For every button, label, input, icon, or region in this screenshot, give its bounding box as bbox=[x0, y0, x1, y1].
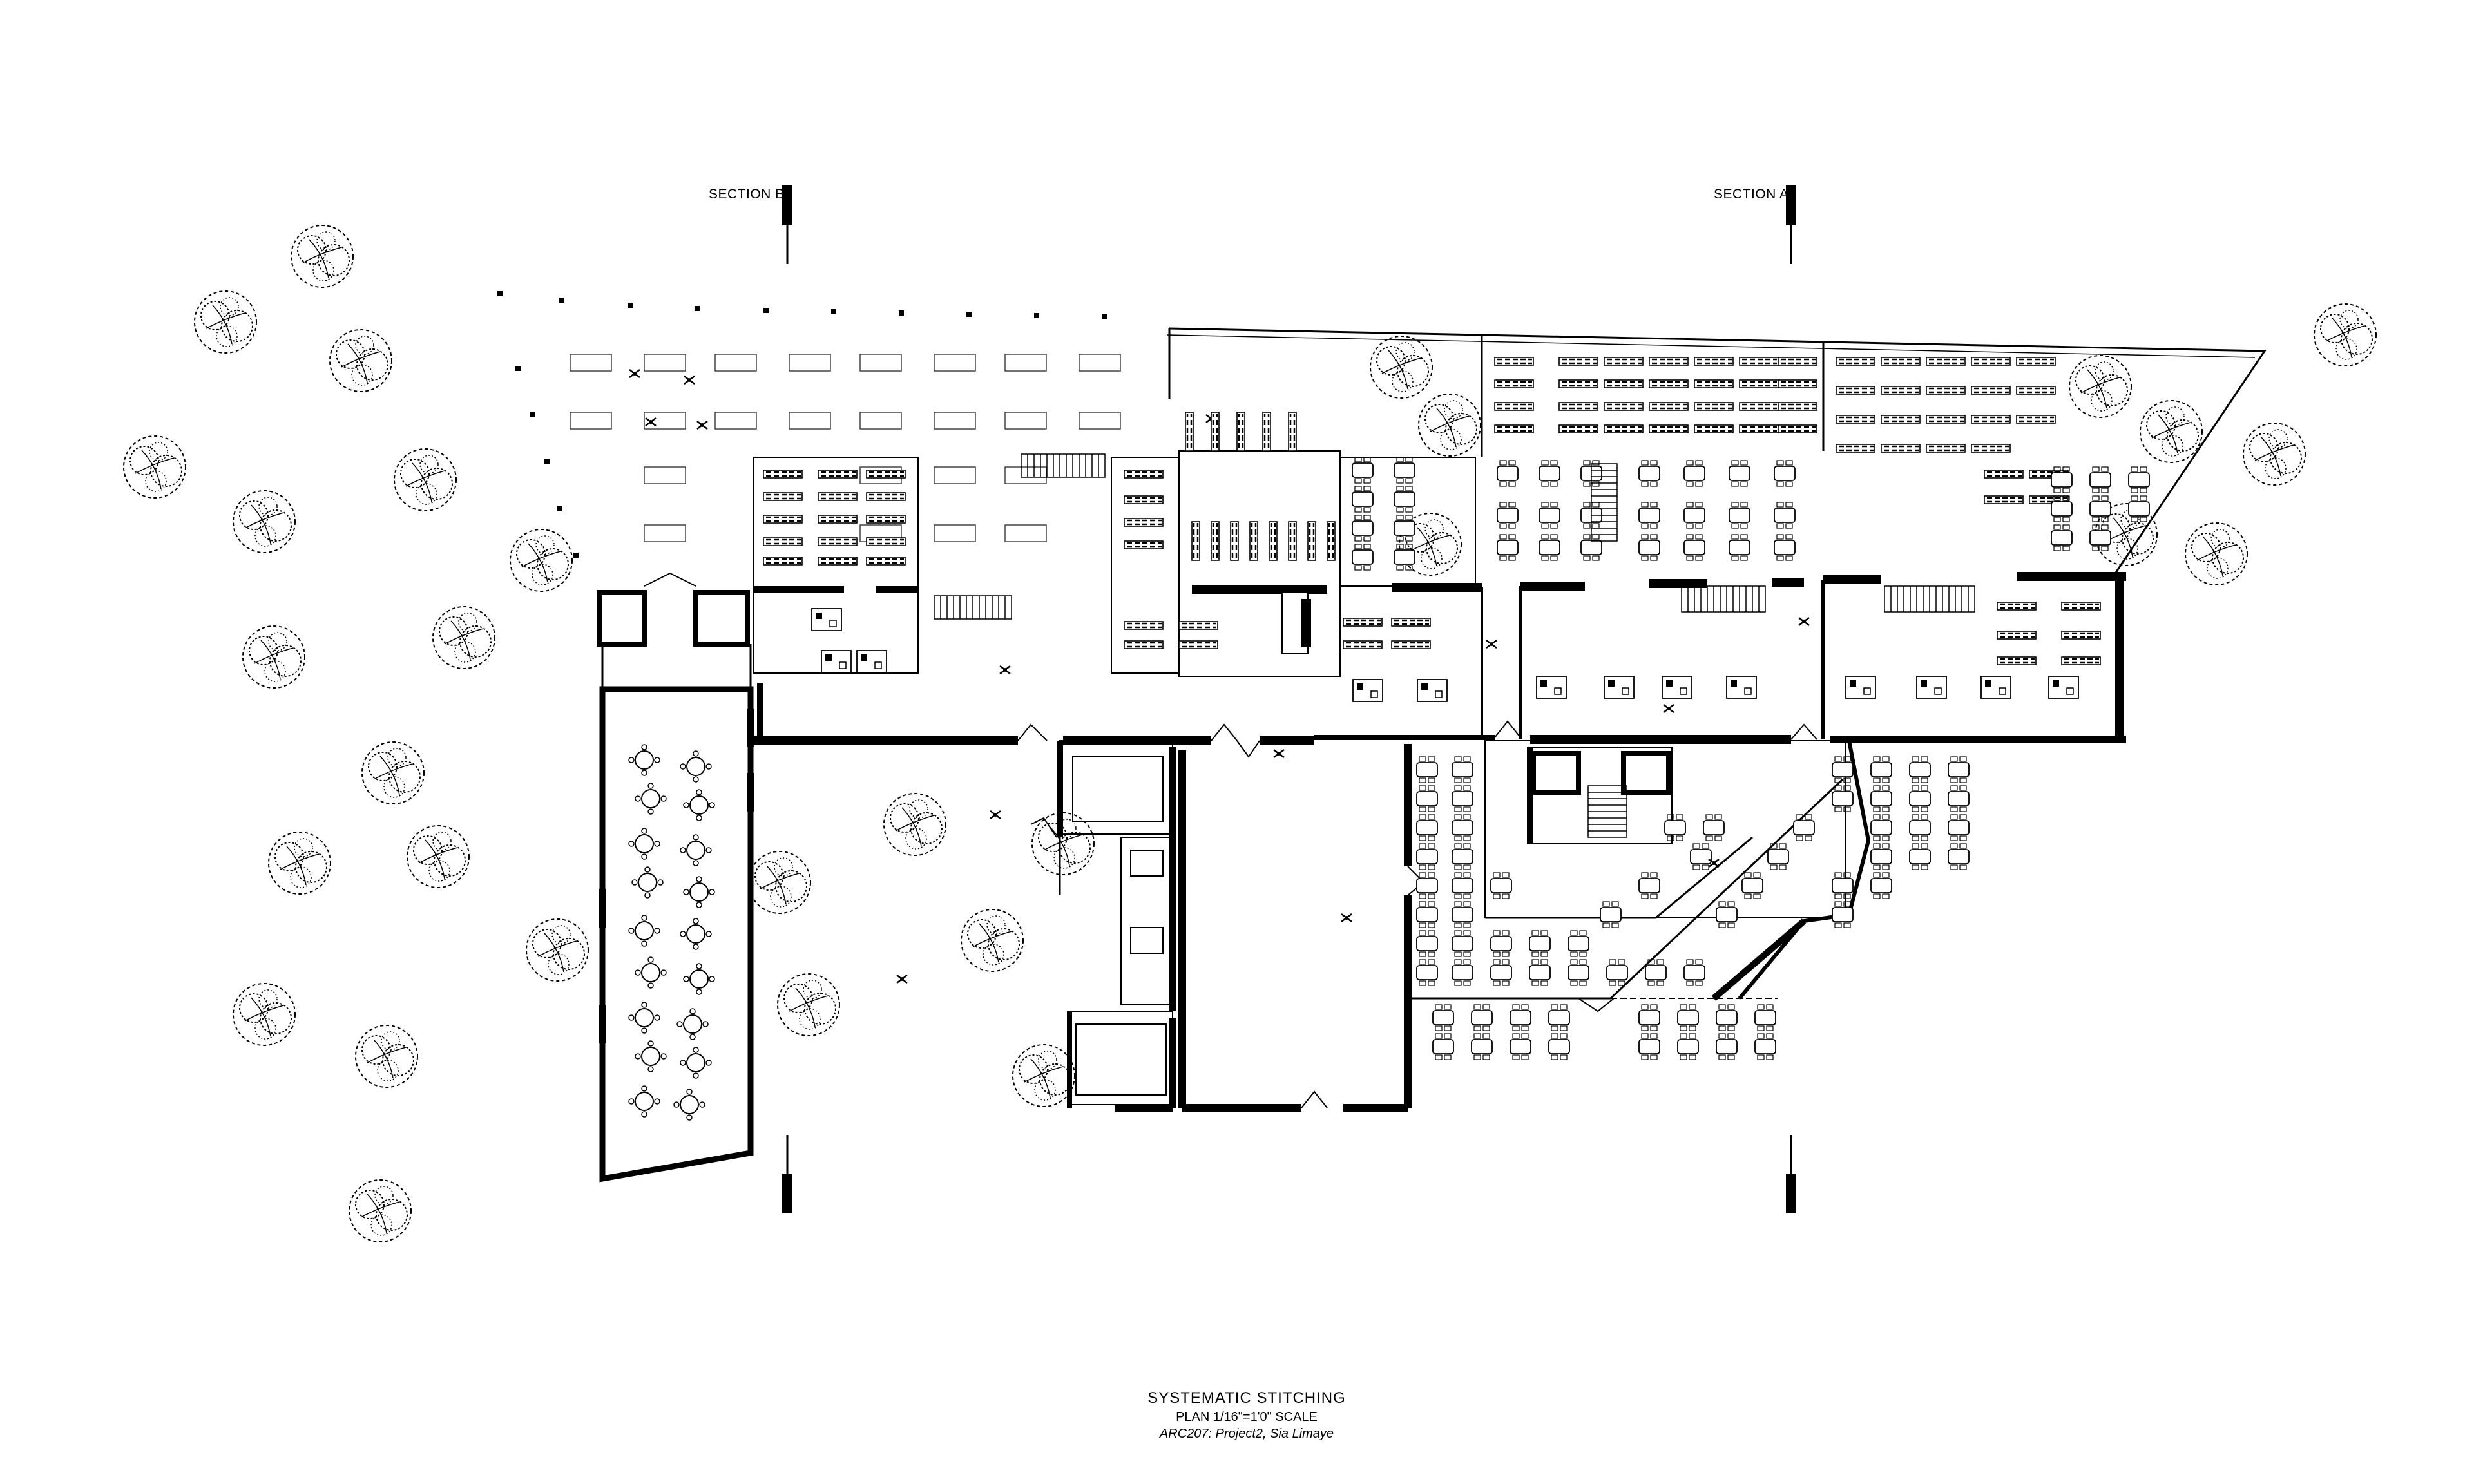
stairs bbox=[1587, 463, 1975, 838]
tree-canopy-icon bbox=[355, 1025, 418, 1088]
drawing-title: SYSTEMATIC STITCHING bbox=[1147, 1389, 1346, 1407]
tree-canopy-icon bbox=[2314, 303, 2377, 366]
outdoor-plaza bbox=[497, 291, 1218, 675]
tree-canopy-icon bbox=[291, 225, 354, 288]
tree-canopy-icon bbox=[432, 606, 495, 669]
tree-canopy-icon bbox=[883, 793, 946, 856]
tree-canopy-icon bbox=[2140, 400, 2203, 463]
title-block: SYSTEMATIC STITCHING PLAN 1/16"=1'0" SCA… bbox=[1147, 1389, 1346, 1441]
tree-canopy-icon bbox=[233, 490, 296, 553]
tree-canopy-icon bbox=[361, 741, 425, 804]
tree-canopy-icon bbox=[510, 529, 573, 592]
tree-canopy-icon bbox=[777, 973, 840, 1036]
restroom-cores bbox=[1072, 751, 1671, 1096]
tree-canopy-icon bbox=[394, 448, 457, 511]
tree-canopy-icon bbox=[526, 918, 589, 982]
tree-canopy-icon bbox=[268, 832, 331, 895]
tree-canopy-icon bbox=[329, 329, 392, 392]
tree-canopy-icon bbox=[349, 1179, 412, 1242]
tree-canopy-icon bbox=[242, 625, 305, 689]
tree-canopy-icon bbox=[233, 983, 296, 1046]
tree-canopy-icon bbox=[2069, 355, 2132, 418]
tree-canopy-icon bbox=[1370, 336, 1433, 399]
landscape-trees bbox=[123, 225, 2377, 1242]
tree-canopy-icon bbox=[748, 851, 811, 914]
study-desks bbox=[811, 592, 2079, 702]
tree-canopy-icon bbox=[194, 290, 257, 354]
main-building-walls bbox=[751, 327, 2267, 1112]
section-a-label: SECTION A bbox=[1714, 187, 1789, 202]
drawing-credit: ARC207: Project2, Sia Limaye bbox=[1159, 1427, 1334, 1441]
drawing-scale: PLAN 1/16"=1'0" SCALE bbox=[1176, 1410, 1318, 1424]
section-marker-b: SECTION B bbox=[709, 186, 792, 1213]
tree-canopy-icon bbox=[2243, 423, 2306, 486]
door-swings bbox=[1017, 720, 1817, 1108]
tree-canopy-icon bbox=[407, 825, 470, 888]
section-b-label: SECTION B bbox=[709, 187, 785, 202]
tree-canopy-icon bbox=[123, 435, 186, 499]
tree-canopy-icon bbox=[2185, 522, 2248, 585]
section-marker-a: SECTION A bbox=[1714, 186, 1796, 1213]
event-hall bbox=[597, 572, 754, 1183]
tree-canopy-icon bbox=[961, 909, 1024, 972]
tree-canopy-icon bbox=[1418, 394, 1481, 457]
tree-canopy-icon bbox=[1012, 1044, 1075, 1107]
